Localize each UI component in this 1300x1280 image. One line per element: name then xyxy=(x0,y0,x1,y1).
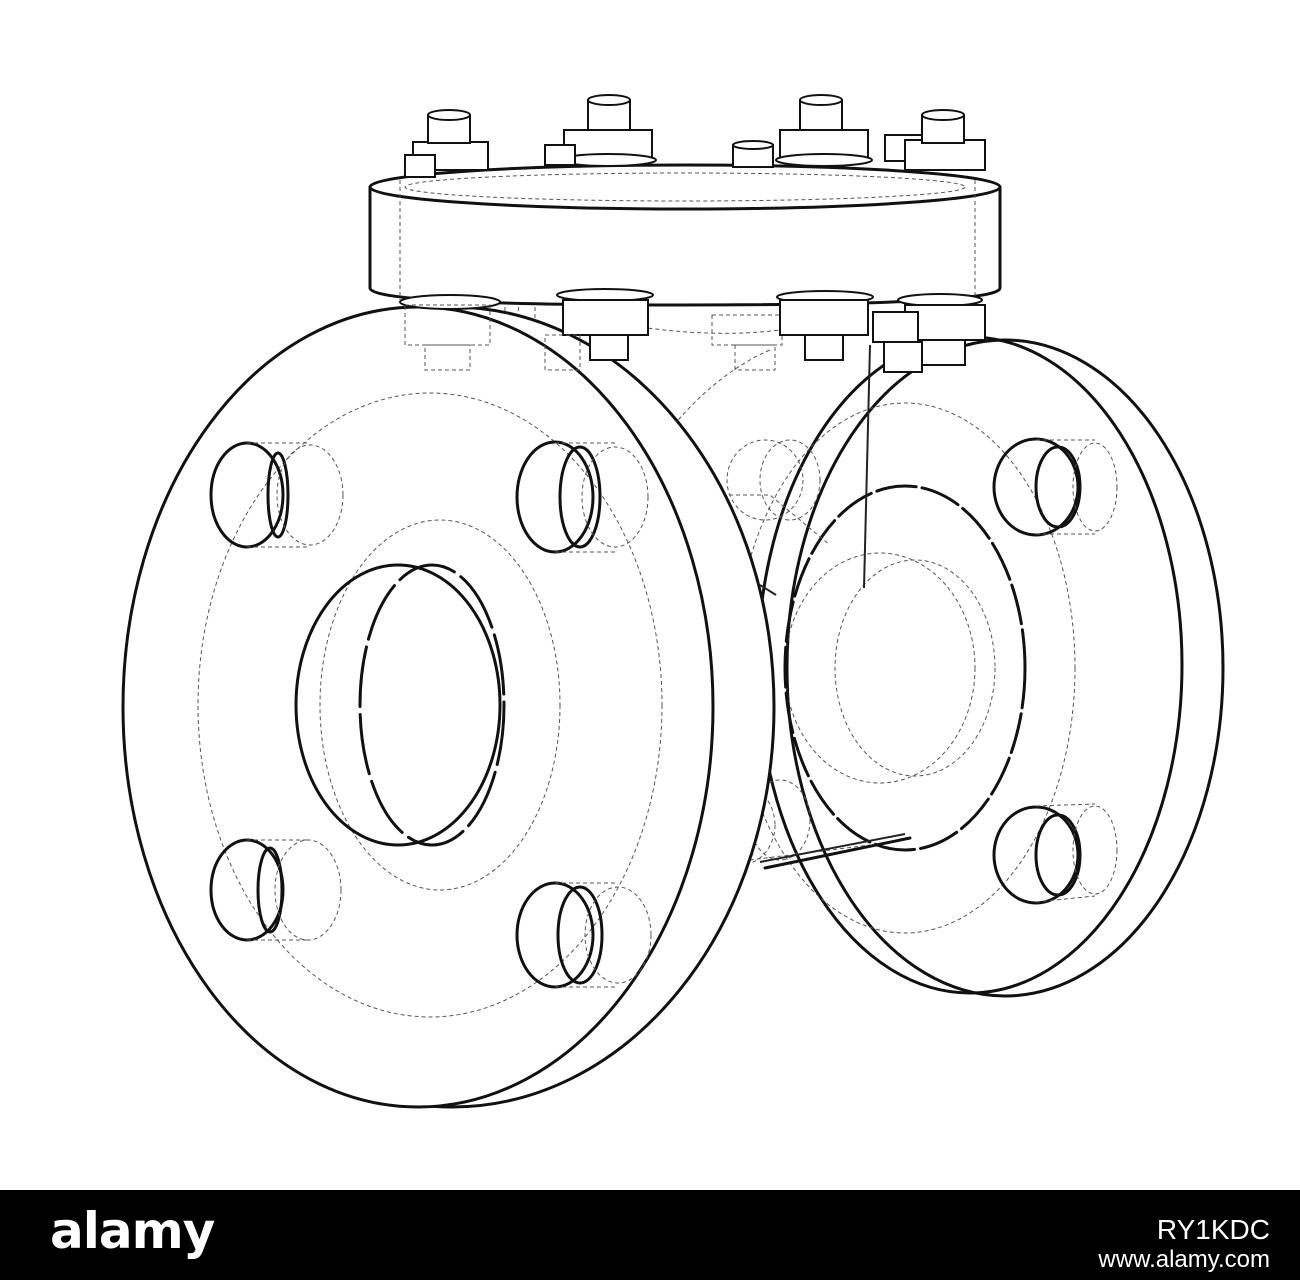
bonnet-flange xyxy=(368,163,1002,307)
nut-icon xyxy=(399,294,501,371)
nut-icon xyxy=(404,154,436,178)
nut-icon xyxy=(776,290,874,361)
site-url-label: www.alamy.com xyxy=(1098,1246,1270,1273)
nut-icon xyxy=(412,109,489,171)
nut-icon xyxy=(775,94,873,167)
bottom-nuts xyxy=(399,288,986,373)
alamy-logo: alamy xyxy=(50,1202,215,1260)
nut-icon xyxy=(711,314,783,371)
nut-icon xyxy=(732,140,774,168)
top-nuts xyxy=(404,94,986,178)
nut-icon xyxy=(559,94,657,167)
nut-icon xyxy=(544,144,576,166)
bolt-hole xyxy=(515,440,649,554)
back-flange xyxy=(704,335,1225,998)
nut-icon xyxy=(544,334,581,371)
bolt-hole xyxy=(515,881,652,989)
bolt-hole xyxy=(992,437,1118,537)
nut-icon xyxy=(556,288,654,361)
bolt-hole xyxy=(992,803,1118,905)
watermark-footer: alamy RY1KDC www.alamy.com xyxy=(0,1190,1300,1280)
image-id-label: RY1KDC xyxy=(1156,1214,1270,1245)
nut-icon xyxy=(872,293,986,373)
valve-wireframe-icon xyxy=(121,94,1225,1109)
front-flange xyxy=(121,305,776,1109)
nut-icon xyxy=(904,109,986,171)
bolt-hole xyxy=(209,441,344,549)
wireframe-drawing xyxy=(121,94,1225,1109)
bolt-hole xyxy=(209,838,342,942)
